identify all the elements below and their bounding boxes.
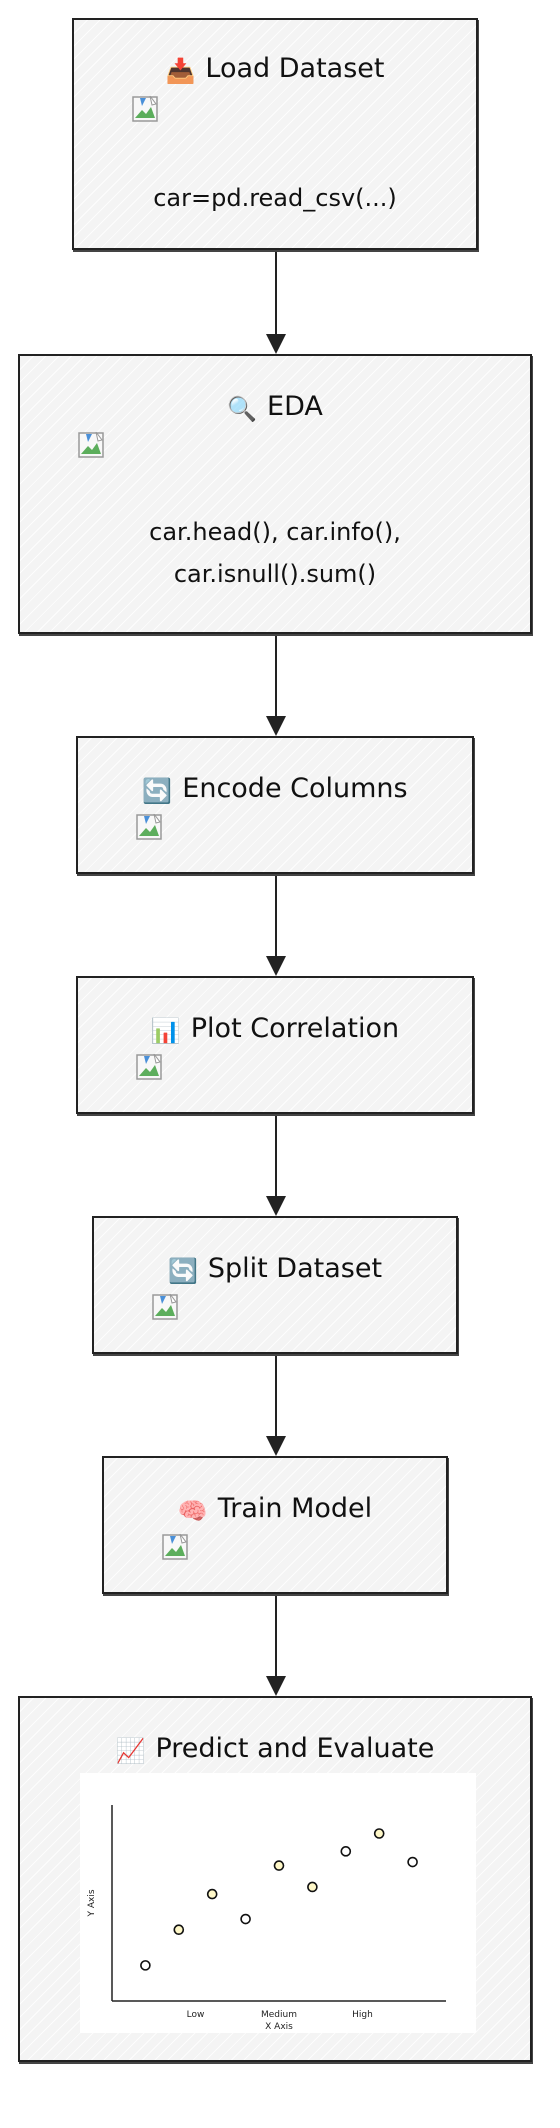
x-axis-label: X Axis — [265, 2022, 293, 2032]
broken-image-icon — [162, 1534, 188, 1560]
plot-correlation-title: 📊 Plot Correlation — [78, 1012, 472, 1048]
refresh-arrows-icon: 🔄 — [142, 777, 173, 805]
scatter-plot: Low Medium High X Axis Y Axis — [80, 1773, 476, 2033]
broken-image-icon — [136, 1054, 162, 1080]
predict-evaluate-label: Predict and Evaluate — [155, 1733, 435, 1764]
load-dataset-title: 📥 Load Dataset — [74, 52, 476, 88]
y-axis-label: Y Axis — [87, 1889, 97, 1917]
encode-columns-title: 🔄 Encode Columns — [78, 772, 472, 808]
brain-icon: 🧠 — [177, 1497, 208, 1525]
data-point — [140, 1960, 151, 1971]
eda-title: 🔍 EDA — [20, 390, 530, 426]
load-dataset-label: Load Dataset — [205, 53, 385, 84]
data-point — [340, 1846, 352, 1857]
inbox-tray-icon: 📥 — [165, 57, 196, 85]
split-dataset-node[interactable]: 🔄 Split Dataset — [92, 1216, 458, 1354]
broken-image-icon — [78, 432, 104, 458]
broken-image-icon — [136, 814, 162, 840]
data-point — [307, 1881, 318, 1893]
load-dataset-code: car=pd.read_csv(...) — [153, 184, 397, 212]
refresh-arrows-icon: 🔄 — [167, 1257, 198, 1285]
chart-increasing-icon: 📈 — [115, 1737, 146, 1765]
data-point — [373, 1828, 385, 1839]
data-point — [407, 1856, 418, 1868]
load-dataset-node[interactable]: 📥 Load Dataset car=pd.read_csv(...) — [72, 18, 478, 250]
train-model-title: 🧠 Train Model — [104, 1492, 446, 1528]
x-tick-label: Low — [187, 2010, 205, 2020]
plot-correlation-node[interactable]: 📊 Plot Correlation — [76, 976, 474, 1114]
encode-columns-label: Encode Columns — [182, 773, 408, 804]
split-dataset-label: Split Dataset — [207, 1253, 383, 1284]
broken-image-icon — [132, 96, 158, 122]
train-model-label: Train Model — [217, 1493, 373, 1524]
encode-columns-node[interactable]: 🔄 Encode Columns — [76, 736, 474, 874]
eda-code-line-2: car.isnull().sum() — [173, 560, 377, 588]
bar-chart-icon: 📊 — [150, 1017, 181, 1045]
data-point — [173, 1924, 185, 1936]
data-point — [206, 1888, 218, 1900]
train-model-node[interactable]: 🧠 Train Model — [102, 1456, 448, 1594]
predict-evaluate-node[interactable]: 📈 Predict and Evaluate Low Medium High X Axi… — [18, 1696, 532, 2062]
scatter-svg: Low Medium High X Axis Y Axis — [87, 1805, 446, 2032]
eda-label: EDA — [267, 391, 323, 422]
plot-correlation-label: Plot Correlation — [190, 1013, 400, 1044]
data-point — [240, 1913, 251, 1925]
data-point — [273, 1860, 285, 1871]
magnifier-icon: 🔍 — [227, 395, 258, 423]
eda-node[interactable]: 🔍 EDA car.head(), car.info(), car.isnull(… — [18, 354, 532, 634]
x-tick-label: Medium — [261, 2010, 297, 2020]
eda-code-line-1: car.head(), car.info(), — [149, 518, 401, 546]
split-dataset-title: 🔄 Split Dataset — [94, 1252, 456, 1288]
broken-image-icon — [152, 1294, 178, 1320]
x-tick-label: High — [352, 2010, 373, 2020]
predict-evaluate-title: 📈 Predict and Evaluate — [20, 1732, 530, 1768]
